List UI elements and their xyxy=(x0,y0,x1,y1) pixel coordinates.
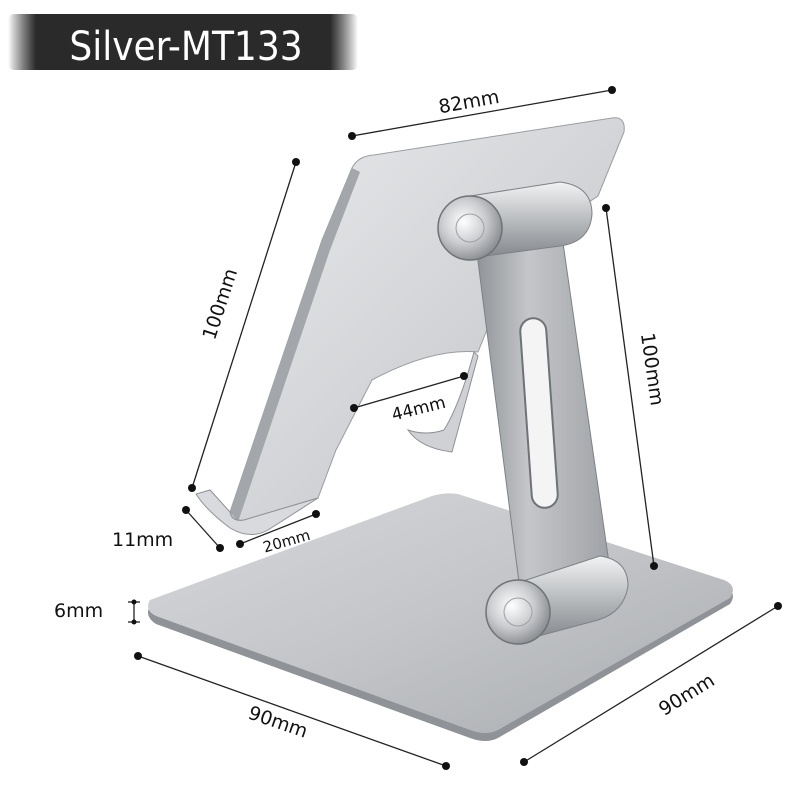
support-arm-slot xyxy=(519,317,559,509)
label-lip-height: 11mm xyxy=(112,529,173,551)
upper-hinge-knob xyxy=(437,195,503,261)
dimension-base-thickness: 6mm xyxy=(54,599,140,625)
lower-hinge xyxy=(485,555,629,645)
label-base-thickness: 6mm xyxy=(54,600,103,622)
lip-right xyxy=(406,351,479,453)
label-back-height: 100mm xyxy=(199,266,243,343)
label-arm-height: 100mm xyxy=(636,331,668,407)
label-base-width: 90mm xyxy=(245,702,310,743)
label-top-width: 82mm xyxy=(437,86,501,118)
upper-hinge-knob-center xyxy=(455,213,485,243)
lower-hinge-knob-center xyxy=(503,597,533,627)
title-banner: Silver-MT133 xyxy=(8,14,358,70)
dimension-lip-height: 11mm xyxy=(112,506,224,552)
upper-hinge xyxy=(437,181,593,261)
back-panel-edge xyxy=(230,168,360,522)
title-text: Silver-MT133 xyxy=(69,24,302,70)
label-slot-width: 44mm xyxy=(390,393,448,426)
support-arm xyxy=(473,221,611,591)
label-base-depth: 90mm xyxy=(655,669,719,720)
dimension-arm-height: 100mm xyxy=(602,204,668,570)
title-banner-bg xyxy=(8,14,358,70)
lower-hinge-knob xyxy=(485,579,551,645)
lip-left xyxy=(195,489,319,535)
